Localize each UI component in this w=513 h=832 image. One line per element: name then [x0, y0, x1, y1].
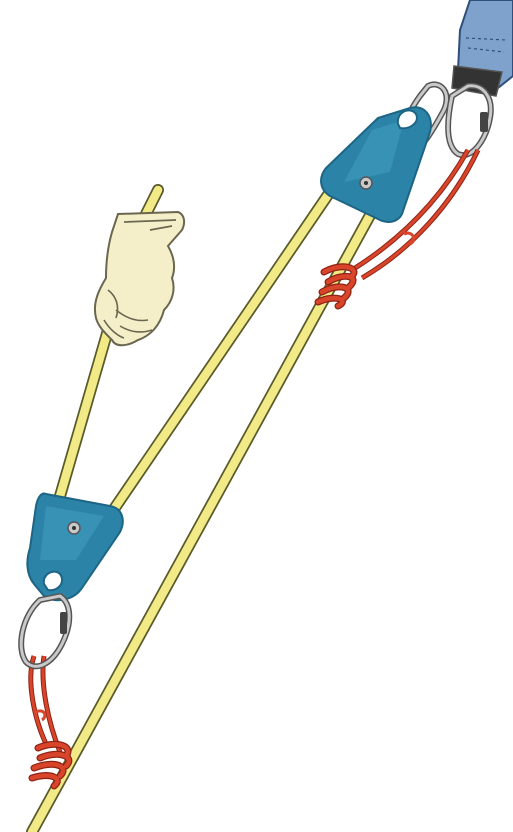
lower-carabiner-gate-lock	[60, 612, 67, 634]
lower-prusik-wraps	[29, 742, 71, 789]
top-prusik-knot	[314, 263, 358, 310]
lower-carabiner-body	[19, 594, 71, 668]
gloved-hand	[94, 210, 186, 347]
lower-prusik-loop	[28, 655, 63, 753]
top-prusik-cord	[351, 149, 480, 280]
lower-carabiner	[18, 592, 73, 670]
top-pulley-side-plate	[344, 120, 404, 182]
lower-pulley-axle-center	[72, 526, 76, 530]
top-pulley-axle-center	[364, 181, 368, 185]
lower-pulley-eye	[42, 570, 64, 592]
lower-prusik-knot	[28, 740, 73, 790]
rope-hand-strand	[51, 185, 163, 515]
top-prusik-tie	[403, 231, 416, 246]
glove-cuff-strap	[123, 219, 177, 231]
top-prusik-wraps	[315, 264, 357, 309]
anchor-carabiner-right-body	[446, 84, 493, 157]
top-pulley-body	[320, 106, 432, 223]
rope-middle-strand	[107, 181, 339, 517]
glove-fingers	[103, 309, 153, 339]
rope-main-strand	[27, 203, 379, 832]
top-pulley	[320, 106, 432, 223]
lower-pulley	[26, 492, 124, 602]
glove-thumb	[107, 289, 119, 319]
hauling-rope	[26, 180, 380, 832]
top-pulley-eye	[396, 109, 418, 130]
lower-prusik-tie	[35, 709, 47, 722]
anchor-sling	[451, 0, 513, 97]
carabiner-gate-lock	[480, 112, 488, 132]
sling-stitching	[465, 37, 507, 53]
top-prusik-loop	[350, 148, 481, 281]
